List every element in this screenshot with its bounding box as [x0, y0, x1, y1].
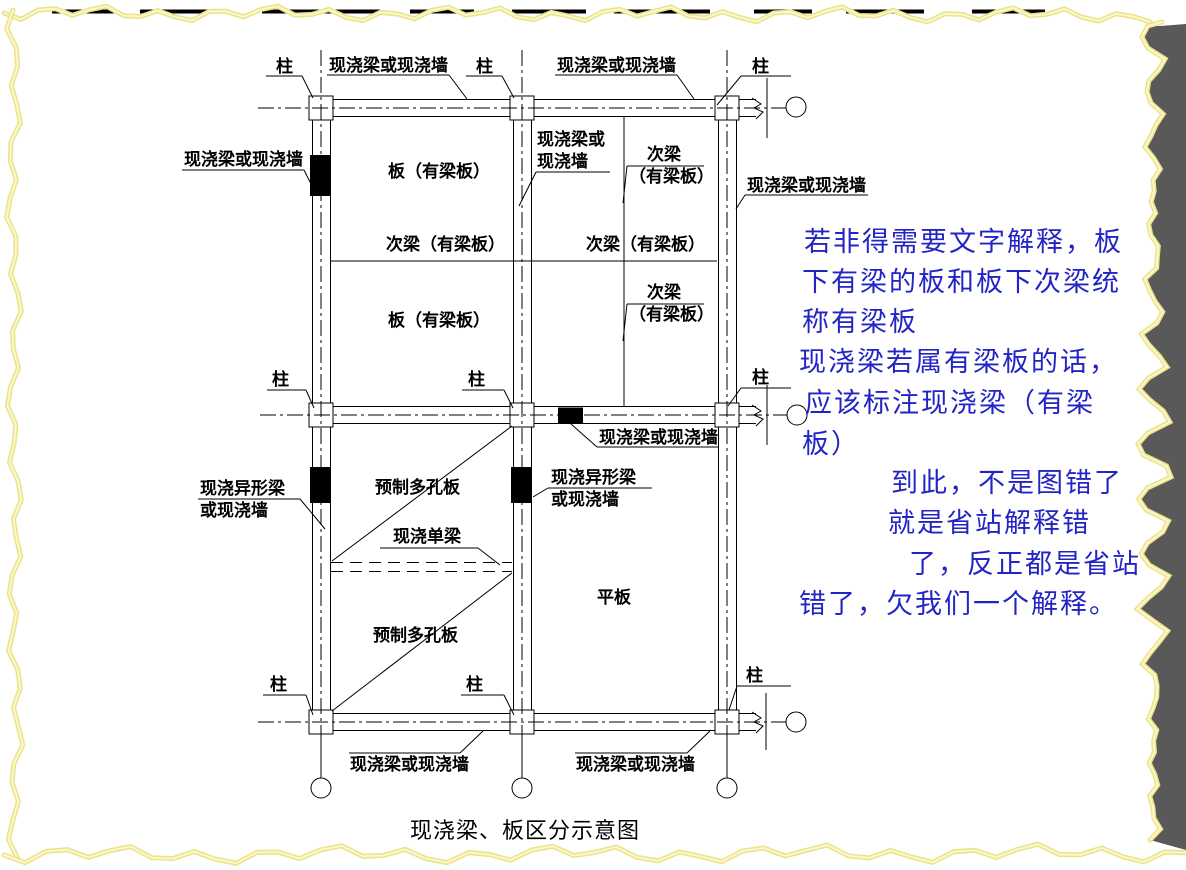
- border-squiggle-highlight-1: [5, 9, 24, 859]
- single-beam-label: 现浇单梁: [393, 527, 461, 546]
- beam-wall-label-bot-right: 现浇梁或现浇墙: [576, 755, 695, 774]
- handwritten-note-line-1: 若非得需要文字解释，板: [804, 227, 1123, 258]
- handwritten-note-line-4: 现浇梁若属有梁板的话，: [799, 347, 1118, 378]
- handwritten-note-line-5: 应该标注现浇梁（有梁: [805, 388, 1095, 419]
- secondary-beam-label-lower-right-line2: （有梁板）: [629, 305, 714, 324]
- torn-paper-gray-band: [1137, 24, 1186, 850]
- beam-or-wall-label-mid-line2: 现浇墙: [537, 152, 588, 171]
- special-beam-label-right-line2: 或现浇墙: [551, 490, 619, 509]
- beam-wall-label-left-upper: 现浇梁或现浇墙: [184, 150, 303, 169]
- col-label-mid-left: 柱: [272, 370, 289, 389]
- handwritten-note-line-6: 板）: [802, 429, 860, 460]
- special-beam-label-right-line1: 现浇异形梁: [551, 468, 636, 487]
- grid-center-lines: [258, 50, 787, 778]
- border-squiggle-highlight-0: [3, 5, 1151, 23]
- secondary-beam-lines: [331, 117, 717, 406]
- secondary-beam-label-right: 次梁（有梁板）: [586, 235, 705, 254]
- col-label-top-mid: 柱: [476, 57, 493, 76]
- col-label-bot-right: 柱: [746, 666, 763, 685]
- secondary-beam-label-lower-right-line1: 次梁: [647, 283, 681, 302]
- secondary-beam-label-left: 次梁（有梁板）: [386, 235, 505, 254]
- handwritten-note-line-10: 错了，欠我们一个解释。: [799, 589, 1118, 620]
- col-label-bot-mid: 柱: [466, 675, 483, 694]
- precast-slab-label-lower: 预制多孔板: [373, 626, 458, 645]
- break-marks-and-ticks: [320, 78, 768, 778]
- beam-wall-label-bot-left: 现浇梁或现浇墙: [350, 755, 469, 774]
- precast-slab-label-upper: 预制多孔板: [375, 478, 460, 497]
- secondary-beam-label-upper-right-line1: 次梁: [647, 145, 681, 164]
- beam-wall-label-mid: 现浇梁或现浇墙: [599, 428, 718, 447]
- grid-bubbles: [310, 96, 808, 799]
- beam-wall-label-right-upper: 现浇梁或现浇墙: [747, 176, 866, 195]
- col-label-bot-left: 柱: [270, 675, 287, 694]
- beam-wall-label-top-right: 现浇梁或现浇墙: [557, 56, 676, 75]
- label-leader-lines: [182, 74, 868, 754]
- col-label-mid-right: 柱: [752, 368, 769, 387]
- beam-or-wall-label-mid-line1: 现浇梁或: [537, 130, 605, 149]
- border-squiggle-highlight-3: [1135, 21, 1173, 841]
- precast-slab-diagonals: [331, 425, 513, 712]
- handwritten-note-line-7: 到此，不是图错了: [891, 468, 1123, 499]
- decorative-border: [1, 3, 1186, 866]
- special-beam-label-left-line2: 或现浇墙: [200, 501, 268, 520]
- col-label-mid-mid: 柱: [468, 370, 485, 389]
- diagram-title: 现浇梁、板区分示意图: [410, 818, 641, 843]
- cast-in-place-single-beam-dashed: [331, 562, 512, 572]
- col-label-top-left: 柱: [276, 57, 293, 76]
- beam-wall-label-top-left: 现浇梁或现浇墙: [329, 56, 448, 75]
- secondary-beam-label-upper-right-line2: （有梁板）: [629, 167, 714, 186]
- filled-wall-segments: [310, 155, 583, 503]
- slab-label-upper: 板（有梁板）: [388, 162, 490, 181]
- handwritten-note-line-3: 称有梁板: [802, 307, 918, 338]
- flat-slab-label: 平板: [597, 588, 631, 607]
- slab-label-lower: 板（有梁板）: [388, 311, 490, 330]
- handwritten-note-line-8: 就是省站解释错: [888, 508, 1091, 539]
- yellow-wavy-border: [1, 3, 1186, 866]
- handwritten-note-line-9: 了，反正都是省站: [909, 549, 1141, 580]
- border-squiggle-highlight-2: [3, 843, 1186, 865]
- special-beam-label-left-line1: 现浇异形梁: [200, 479, 285, 498]
- handwritten-note-line-2: 下有梁的板和板下次梁统: [802, 267, 1121, 298]
- col-label-top-right: 柱: [752, 57, 769, 76]
